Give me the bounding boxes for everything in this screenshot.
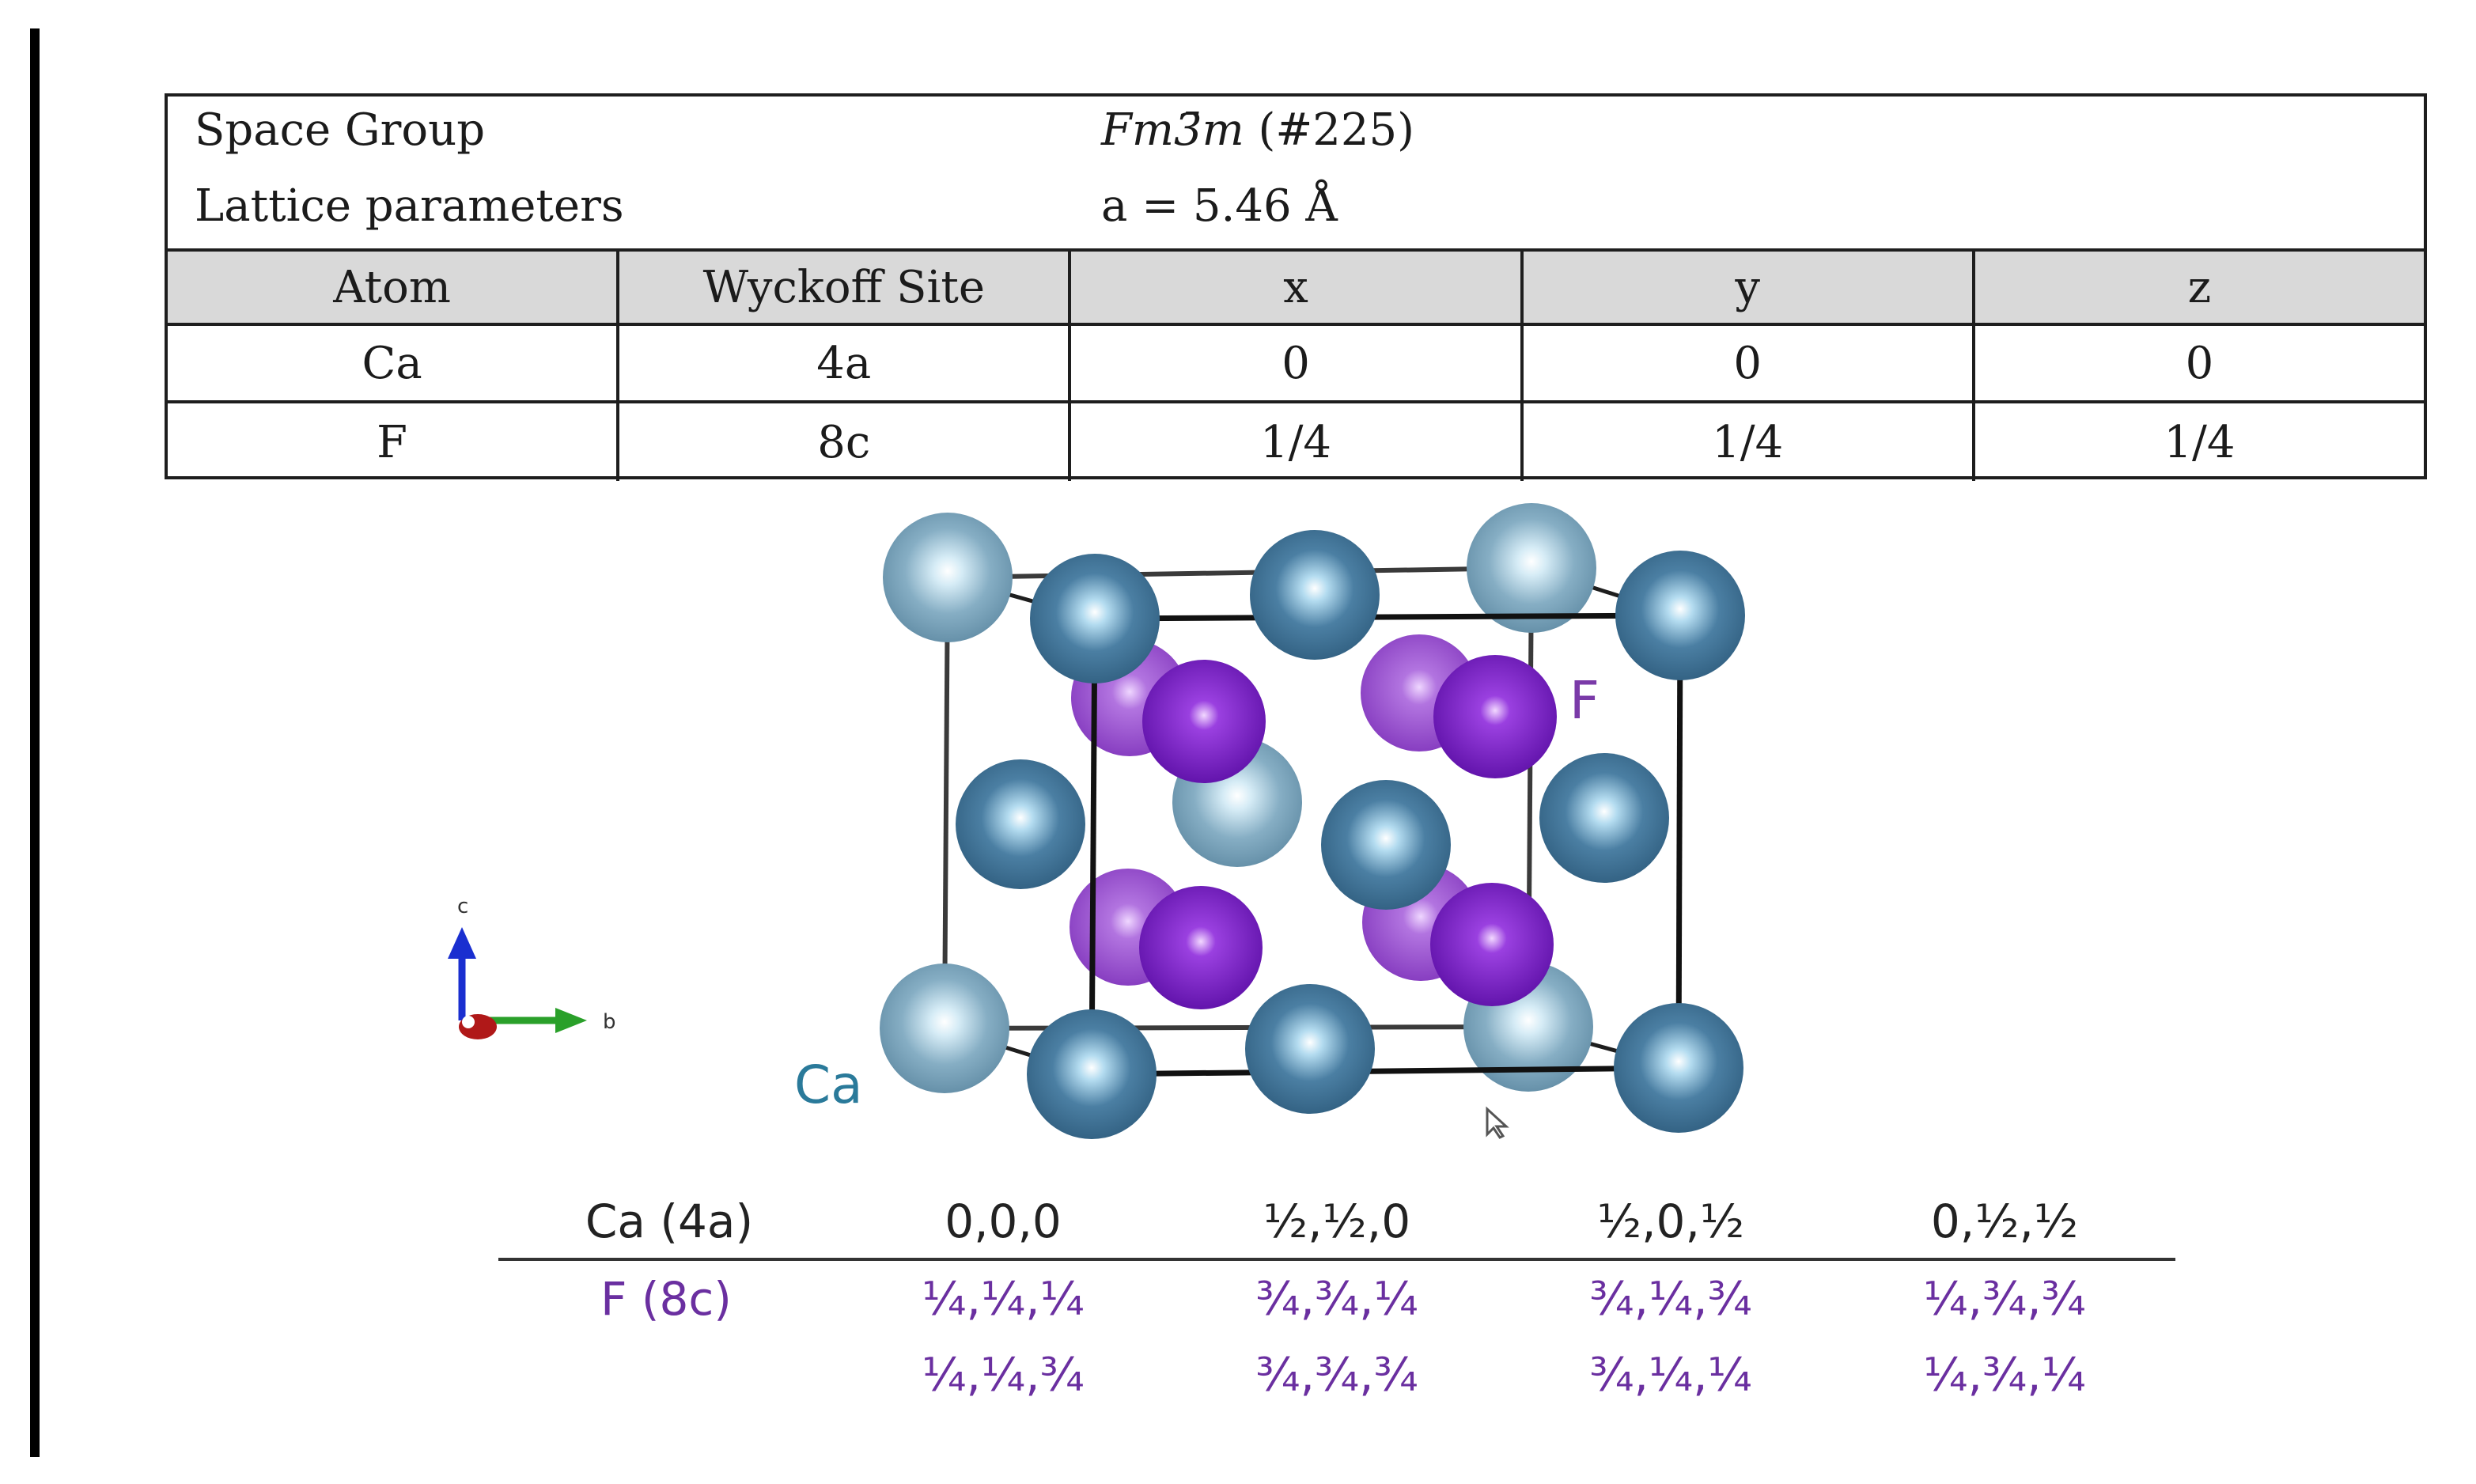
f-position: ¾,¼,¾: [1589, 1272, 1752, 1326]
f-position: ¾,¼,¼: [1589, 1348, 1752, 1402]
header-atom: Atom: [168, 252, 620, 323]
left-border-bar: [30, 28, 40, 1457]
space-group-label: Space Group: [195, 104, 486, 156]
space-group-symbol: Fm3̄m: [1101, 104, 1244, 156]
cell-x: 1/4: [1071, 403, 1524, 481]
f-positions-label: F (8c): [600, 1272, 732, 1326]
ca-atom: [880, 963, 1009, 1093]
unit-cell-front-edges: [1088, 612, 1683, 1077]
f-position: ¾,¾,¾: [1255, 1348, 1418, 1402]
header-y: y: [1524, 252, 1975, 323]
wyckoff-positions-list: Ca (4a) 0,0,0 ½,½,0 ½,0,½ 0,½,½ F (8c) ¼…: [498, 1179, 2175, 1440]
header-z: z: [2187, 261, 2212, 313]
ca-atom: [1245, 984, 1375, 1114]
ca-atom: [883, 513, 1013, 642]
cell-z: 1/4: [2164, 416, 2236, 468]
ca-position: ½,½,0: [1263, 1194, 1411, 1248]
f-atom: [1142, 660, 1266, 783]
ca-atom: [1030, 554, 1160, 683]
ca-position: ½,0,½: [1596, 1194, 1745, 1248]
ca-atom: [956, 759, 1085, 889]
space-group-row: Space Group Fm3̄m (#225): [168, 97, 2424, 172]
axis-indicator: c b: [448, 895, 616, 1039]
table-row: F 8c 1/4 1/4 1/4: [168, 403, 2424, 481]
ca-positions-label: Ca (4a): [585, 1194, 754, 1248]
f-position: ¼,¼,¼: [922, 1272, 1085, 1326]
f-position: ¼,¼,¾: [922, 1348, 1085, 1402]
cell-wyckoff: 8c: [619, 403, 1072, 481]
lattice-parameters-label: Lattice parameters: [195, 180, 624, 232]
cell-y: 1/4: [1524, 403, 1975, 481]
cell-atom: Ca: [168, 326, 620, 400]
table-header-row: Atom Wyckoff Site x y z: [168, 248, 2424, 326]
positions-divider: [498, 1258, 2175, 1261]
f-atom: [1433, 655, 1557, 778]
f-position: ¼,¾,¼: [1923, 1348, 2086, 1402]
ca-position: 0,0,0: [945, 1194, 1062, 1248]
cell-z: 0: [2185, 337, 2214, 389]
ca-position: 0,½,½: [1930, 1194, 2079, 1248]
lattice-parameters-row: Lattice parameters a = 5.46 Å: [168, 172, 2424, 248]
f-position: ¼,¾,¾: [1923, 1272, 2086, 1326]
cell-x: 0: [1071, 326, 1524, 400]
header-wyckoff-site: Wyckoff Site: [619, 252, 1072, 323]
mouse-cursor-icon: [1486, 1106, 1509, 1139]
ca-atom: [1615, 551, 1745, 680]
fluorine-label: F: [1569, 670, 1600, 731]
axis-b-label: b: [603, 1010, 616, 1034]
ca-atom: [1027, 1009, 1157, 1139]
calcium-label: Ca: [794, 1054, 863, 1115]
f-positions-row: F (8c) ¼,¼,¼ ¾,¾,¼ ¾,¼,¾ ¼,¾,¾: [498, 1272, 2175, 1343]
f-positions-row-2: ¼,¼,¾ ¾,¾,¾ ¾,¼,¼ ¼,¾,¼: [498, 1348, 2175, 1419]
space-group-number: (#225): [1258, 104, 1415, 156]
ca-atom: [1467, 503, 1596, 633]
header-x: x: [1071, 252, 1524, 323]
crystal-structure-table: Space Group Fm3̄m (#225) Lattice paramet…: [165, 93, 2427, 481]
table-row: Ca 4a 0 0 0: [168, 326, 2424, 403]
axis-c-label: c: [457, 895, 468, 918]
f-atom: [1139, 886, 1263, 1009]
ca-atom: [1614, 1003, 1743, 1133]
f-position: ¾,¾,¼: [1255, 1272, 1418, 1326]
cell-wyckoff: 4a: [619, 326, 1072, 400]
ca-positions-row: Ca (4a) 0,0,0 ½,½,0 ½,0,½ 0,½,½: [498, 1194, 2175, 1266]
ca-atom: [1539, 753, 1669, 883]
cell-y: 0: [1524, 326, 1975, 400]
ca-atom: [1321, 780, 1451, 910]
space-group-value: Fm3̄m (#225): [1101, 104, 1414, 156]
cell-atom: F: [168, 403, 620, 481]
f-atom: [1430, 883, 1554, 1006]
lattice-parameters-value: a = 5.46 Å: [1101, 180, 1338, 232]
ca-atom: [1250, 530, 1380, 660]
